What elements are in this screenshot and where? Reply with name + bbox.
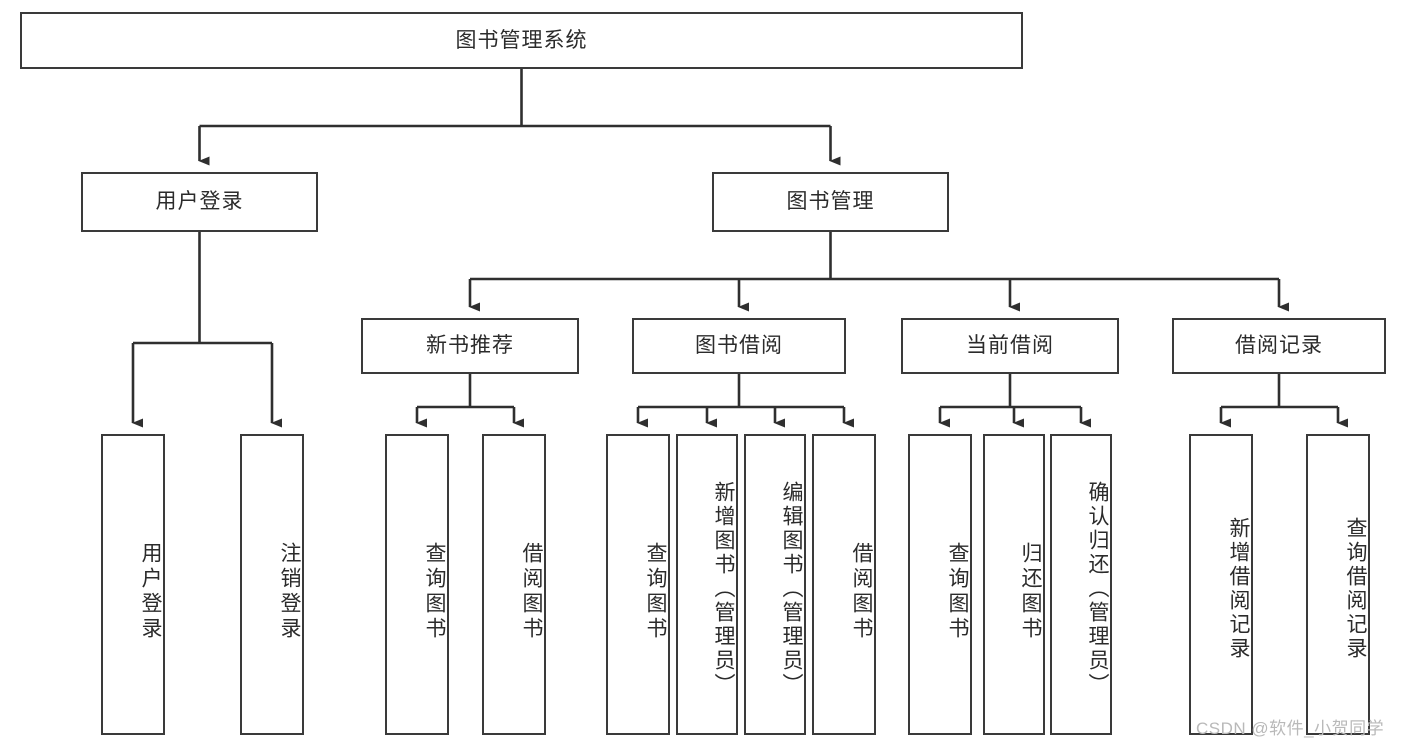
node-label: 借阅图书 xyxy=(520,541,543,642)
node-label: 借阅图书 xyxy=(850,541,873,642)
node-label: 新增图书（管理员） xyxy=(712,480,735,697)
node-label: 新增借阅记录 xyxy=(1227,516,1250,661)
node-record[interactable]: 借阅记录 xyxy=(1172,318,1386,374)
node-label: 编辑图书（管理员） xyxy=(780,480,803,697)
node-label: 查询图书 xyxy=(423,541,446,642)
node-label: 借阅记录 xyxy=(1235,334,1323,358)
node-leaf-conf[interactable]: 确认归还（管理员） xyxy=(1050,434,1112,735)
node-leaf-ret[interactable]: 归还图书 xyxy=(983,434,1045,735)
node-label: 新书推荐 xyxy=(426,334,514,358)
node-leaf-logout[interactable]: 注销登录 xyxy=(240,434,304,735)
node-root[interactable]: 图书管理系统 xyxy=(20,12,1023,69)
node-newbook[interactable]: 新书推荐 xyxy=(361,318,579,374)
node-bookmgmt[interactable]: 图书管理 xyxy=(712,172,949,232)
node-leaf-b2[interactable]: 借阅图书 xyxy=(812,434,876,735)
node-leaf-qrec[interactable]: 查询借阅记录 xyxy=(1306,434,1370,735)
node-label: 图书管理系统 xyxy=(455,28,588,52)
node-leaf-addrec[interactable]: 新增借阅记录 xyxy=(1189,434,1253,735)
node-label: 用户登录 xyxy=(139,541,162,642)
node-label: 当前借阅 xyxy=(966,334,1054,358)
node-leaf-add[interactable]: 新增图书（管理员） xyxy=(676,434,738,735)
node-leaf-q1[interactable]: 查询图书 xyxy=(385,434,449,735)
node-leaf-edit[interactable]: 编辑图书（管理员） xyxy=(744,434,806,735)
node-borrow[interactable]: 图书借阅 xyxy=(632,318,846,374)
node-label: 归还图书 xyxy=(1019,541,1042,642)
csdn-watermark: CSDN @软件_小贺同学 xyxy=(1196,719,1385,738)
node-leaf-b1[interactable]: 借阅图书 xyxy=(482,434,546,735)
node-current[interactable]: 当前借阅 xyxy=(901,318,1119,374)
node-leaf-q2[interactable]: 查询图书 xyxy=(606,434,670,735)
node-leaf-q3[interactable]: 查询图书 xyxy=(908,434,972,735)
node-label: 图书管理 xyxy=(786,190,875,214)
node-label: 查询图书 xyxy=(644,541,667,642)
node-label: 查询图书 xyxy=(946,541,969,642)
node-label: 用户登录 xyxy=(155,190,244,214)
node-leaf-login[interactable]: 用户登录 xyxy=(101,434,165,735)
node-label: 图书借阅 xyxy=(695,334,783,358)
node-login[interactable]: 用户登录 xyxy=(81,172,318,232)
node-label: 注销登录 xyxy=(278,541,301,642)
node-label: 确认归还（管理员） xyxy=(1086,480,1109,697)
node-label: 查询借阅记录 xyxy=(1344,516,1367,661)
